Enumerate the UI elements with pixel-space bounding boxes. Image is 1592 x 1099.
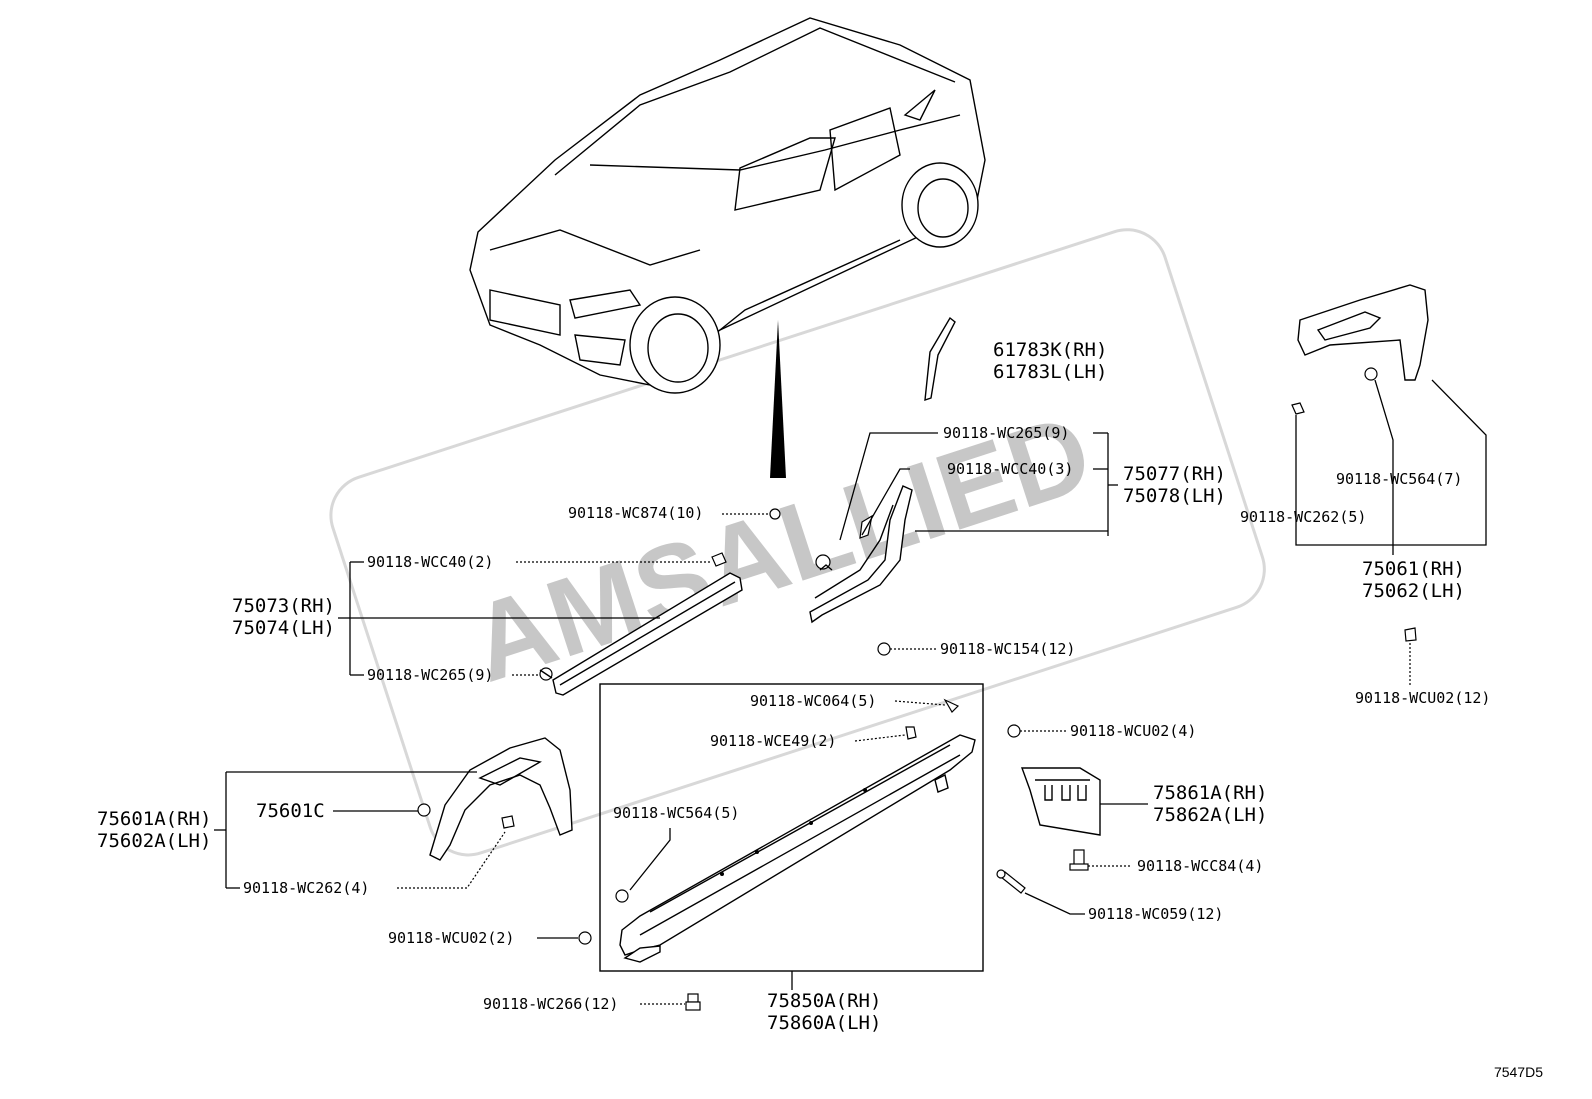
clip-wc874 bbox=[769, 508, 781, 520]
label-75862a: 75862A(LH) bbox=[1153, 804, 1267, 826]
label-wcu02-2: 90118-WCU02(2) bbox=[388, 929, 514, 947]
clip-wcu02-12 bbox=[1404, 627, 1417, 642]
bracket-75861 bbox=[1021, 767, 1101, 836]
label-61783k: 61783K(RH) bbox=[993, 339, 1107, 361]
watermark: AMSALLIED bbox=[329, 228, 1266, 857]
label-wc154-12: 90118-WC154(12) bbox=[940, 640, 1075, 658]
label-75078: 75078(LH) bbox=[1123, 485, 1226, 507]
label-wc265-9-left: 90118-WC265(9) bbox=[367, 666, 493, 684]
label-61783l: 61783L(LH) bbox=[993, 361, 1107, 383]
rocker-panel-75850 bbox=[619, 734, 976, 963]
label-wc265-9-top: 90118-WC265(9) bbox=[943, 424, 1069, 442]
label-wc262-4: 90118-WC262(4) bbox=[243, 879, 369, 897]
label-75074: 75074(LH) bbox=[232, 617, 335, 639]
label-75850a: 75850A(RH) bbox=[767, 990, 881, 1012]
clip-wc154 bbox=[877, 642, 891, 656]
label-wc262-5: 90118-WC262(5) bbox=[1240, 508, 1366, 526]
label-75860a: 75860A(LH) bbox=[767, 1012, 881, 1034]
strip-61783 bbox=[924, 316, 956, 402]
label-wc266-12: 90118-WC266(12) bbox=[483, 995, 618, 1013]
clip-wcu02-4 bbox=[1007, 724, 1021, 738]
label-wc874-10: 90118-WC874(10) bbox=[568, 504, 703, 522]
label-wcc40-2: 90118-WCC40(2) bbox=[367, 553, 493, 571]
label-75073: 75073(RH) bbox=[232, 595, 335, 617]
vehicle-illustration bbox=[469, 17, 986, 478]
flare-75061 bbox=[1291, 284, 1429, 415]
label-wcc40-3: 90118-WCC40(3) bbox=[947, 460, 1073, 478]
label-75601a: 75601A(RH) bbox=[97, 808, 211, 830]
label-wce49-2: 90118-WCE49(2) bbox=[710, 732, 836, 750]
label-wcu02-12: 90118-WCU02(12) bbox=[1355, 689, 1490, 707]
label-wc564-5: 90118-WC564(5) bbox=[613, 804, 739, 822]
label-wc064-5: 90118-WC064(5) bbox=[750, 692, 876, 710]
diagram-ref: 7547D5 bbox=[1494, 1064, 1543, 1080]
garnish-75077 bbox=[809, 485, 913, 624]
clip-wc266 bbox=[685, 993, 701, 1011]
label-75061: 75061(RH) bbox=[1362, 558, 1465, 580]
label-wc059-12: 90118-WC059(12) bbox=[1088, 905, 1223, 923]
label-75077: 75077(RH) bbox=[1123, 463, 1226, 485]
screw-wc059 bbox=[996, 869, 1026, 894]
garnish-75073 bbox=[539, 552, 743, 696]
label-75602a: 75602A(LH) bbox=[97, 830, 211, 852]
clip-wcu02-2 bbox=[578, 931, 592, 945]
label-wcc84-4: 90118-WCC84(4) bbox=[1137, 857, 1263, 875]
label-wc564-7: 90118-WC564(7) bbox=[1336, 470, 1462, 488]
label-wcu02-4: 90118-WCU02(4) bbox=[1070, 722, 1196, 740]
label-75062: 75062(LH) bbox=[1362, 580, 1465, 602]
bolt-wcc84 bbox=[1069, 849, 1089, 871]
label-75861a: 75861A(RH) bbox=[1153, 782, 1267, 804]
flare-75601 bbox=[417, 737, 573, 861]
label-75601c: 75601C bbox=[256, 800, 325, 822]
